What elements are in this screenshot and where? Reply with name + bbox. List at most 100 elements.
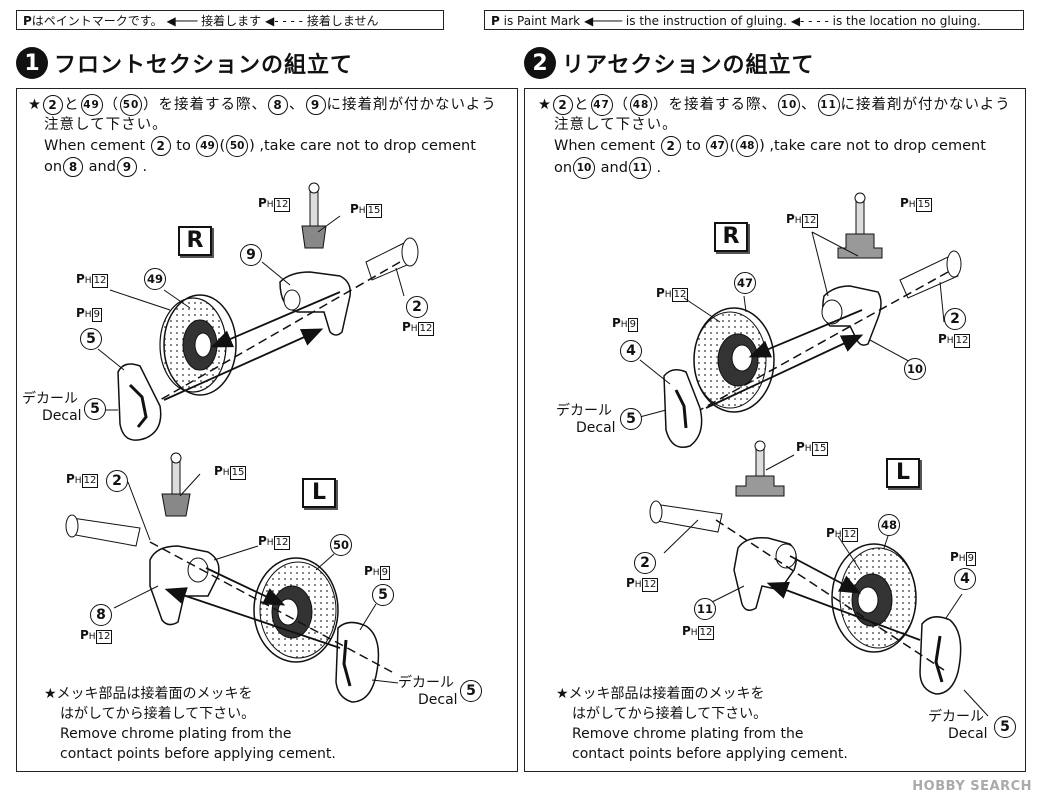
part-number-2: 2 bbox=[106, 470, 128, 492]
strut-rod-tip bbox=[754, 440, 766, 452]
note-text: ) ,take care not to drop cement bbox=[249, 138, 476, 154]
glue-arrow bbox=[789, 555, 862, 594]
strut-body bbox=[837, 233, 883, 259]
part-number-2: 2 bbox=[634, 552, 656, 574]
note-text: Remove chrome plating from the bbox=[572, 726, 804, 742]
section-2-heading: 2 リアセクションの組立て bbox=[524, 46, 815, 80]
note-text: ★メッキ部品は接着面のメッキを bbox=[44, 686, 253, 702]
brake-caliper bbox=[335, 621, 380, 703]
note-text: ★メッキ部品は接着面のメッキを bbox=[556, 686, 765, 702]
glue-arrow bbox=[748, 309, 863, 358]
strut-body bbox=[301, 225, 327, 249]
part-number-10: 10 bbox=[904, 358, 926, 380]
part-ref: 48 bbox=[736, 135, 759, 157]
legend-jp-text2: 接着します bbox=[201, 14, 262, 28]
part-ref: 49 bbox=[80, 94, 103, 116]
note-text: and bbox=[84, 159, 116, 175]
part-ref: 9 bbox=[116, 157, 137, 177]
knuckle-hole bbox=[775, 543, 797, 569]
part-number-49: 49 bbox=[144, 268, 166, 290]
brake-rotor-center bbox=[857, 586, 879, 614]
dashed-arrow-icon: ◀- - - - bbox=[265, 14, 304, 28]
section-title: フロントセクションの組立て bbox=[54, 53, 354, 78]
part-number-47: 47 bbox=[734, 272, 756, 294]
axle-shaft bbox=[651, 503, 723, 533]
strut-body bbox=[161, 493, 191, 517]
strut-rod-tip bbox=[170, 452, 182, 464]
part-number-5: 5 bbox=[994, 716, 1016, 738]
part-ref: 2 bbox=[660, 136, 681, 156]
part-ref: 10 bbox=[778, 94, 800, 116]
left-side-label: L bbox=[302, 478, 336, 508]
glue-arrow bbox=[205, 567, 286, 606]
watermark-logo: HOBBY SEARCH bbox=[912, 779, 1032, 794]
legend-jp-text3: 接着しません bbox=[306, 14, 379, 28]
part-number-4: 4 bbox=[620, 340, 642, 362]
note-text: to bbox=[171, 138, 196, 154]
rear-chrome-note: ★メッキ部品は接着面のメッキを はがしてから接着して下さい。 Remove ch… bbox=[556, 684, 848, 764]
knuckle-hole bbox=[283, 289, 301, 311]
axle-shaft bbox=[899, 255, 959, 299]
legend-jp: Pはペイントマークです。 ◀─── 接着します ◀- - - - 接着しません bbox=[16, 10, 444, 30]
part-ref: 50 bbox=[226, 135, 249, 157]
part-number-48: 48 bbox=[878, 514, 900, 536]
strut-body bbox=[735, 475, 785, 497]
note-text: contact points before applying cement. bbox=[60, 746, 336, 762]
axle-shaft bbox=[69, 517, 141, 547]
caliper-pads bbox=[674, 389, 688, 429]
knuckle bbox=[149, 545, 220, 626]
front-section-panel bbox=[16, 88, 518, 772]
note-text: to bbox=[681, 138, 706, 154]
glue-arrow bbox=[766, 581, 921, 641]
note-text: 注意して下さい。 bbox=[554, 117, 678, 133]
decal-label-jp: デカール bbox=[398, 675, 454, 691]
strut-rod bbox=[855, 199, 865, 235]
legend-en: P is Paint Mark ◀──── is the instruction… bbox=[484, 10, 1024, 30]
right-side-label: R bbox=[714, 222, 748, 252]
part-number-2: 2 bbox=[406, 296, 428, 318]
part-ref: 50 bbox=[120, 94, 142, 116]
legend-en-text1: is Paint Mark bbox=[499, 14, 581, 28]
legend-en-text3: is the location no gluing. bbox=[832, 14, 981, 28]
section-title: リアセクションの組立て bbox=[562, 53, 815, 78]
brake-rotor-center bbox=[194, 332, 212, 358]
axle-flange bbox=[946, 250, 962, 278]
note-text: 、 bbox=[801, 97, 817, 113]
part-number-5: 5 bbox=[80, 328, 102, 350]
assembly-axis bbox=[149, 541, 393, 673]
axle-flange bbox=[401, 237, 419, 267]
part-number-5: 5 bbox=[84, 398, 106, 420]
part-ref: 47 bbox=[706, 135, 729, 157]
label-leaders bbox=[84, 215, 989, 717]
glue-arrow bbox=[210, 291, 341, 348]
part-number-11: 11 bbox=[694, 598, 716, 620]
knuckle-hole bbox=[187, 557, 209, 583]
decal-label-jp: デカール bbox=[928, 709, 984, 725]
assembly-axis bbox=[715, 519, 945, 671]
legend-jp-text1: はペイントマークです。 bbox=[31, 14, 163, 28]
part-number-50: 50 bbox=[330, 534, 352, 556]
brake-caliper bbox=[117, 363, 162, 441]
decal-label-en: Decal bbox=[42, 408, 82, 424]
part-ref: 2 bbox=[150, 136, 171, 156]
section-1-heading: 1 フロントセクションの組立て bbox=[16, 46, 353, 80]
part-ref: 8 bbox=[63, 157, 84, 177]
axle-flange bbox=[65, 514, 79, 538]
part-number-9: 9 bbox=[240, 244, 262, 266]
part-ref: 2 bbox=[553, 95, 573, 115]
